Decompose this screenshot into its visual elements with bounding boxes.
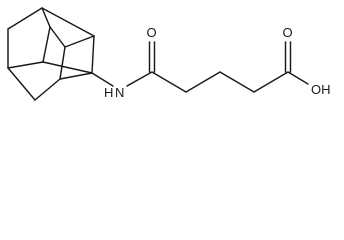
bond xyxy=(41,7,95,37)
bond xyxy=(59,46,66,80)
bond xyxy=(91,35,95,74)
bond xyxy=(7,7,43,30)
bond xyxy=(7,61,44,69)
bond xyxy=(219,71,255,93)
glutaric-chain xyxy=(91,41,309,93)
molecule-structure: O N H O OH xyxy=(7,7,331,101)
bond xyxy=(49,26,66,48)
bond xyxy=(42,61,93,74)
bond xyxy=(7,67,36,101)
bond xyxy=(151,71,187,93)
amide-hydrogen-label: H xyxy=(104,85,113,100)
bond xyxy=(253,71,289,93)
acid-hydroxyl-label: OH xyxy=(311,82,331,97)
bond xyxy=(34,78,61,101)
acid-carbonyl-oxygen-label: O xyxy=(283,25,293,40)
bond xyxy=(91,72,114,87)
structure-canvas: O N H O OH xyxy=(0,0,344,112)
bond xyxy=(42,26,51,63)
bond xyxy=(126,71,153,87)
bond xyxy=(59,72,93,80)
adamantane-cage xyxy=(7,7,95,101)
bond xyxy=(287,71,309,85)
bond xyxy=(185,71,221,93)
bond xyxy=(64,35,95,48)
carbonyl-oxygen-label: O xyxy=(147,25,157,40)
bond xyxy=(41,7,51,28)
amide-nitrogen-label: N xyxy=(115,85,124,100)
